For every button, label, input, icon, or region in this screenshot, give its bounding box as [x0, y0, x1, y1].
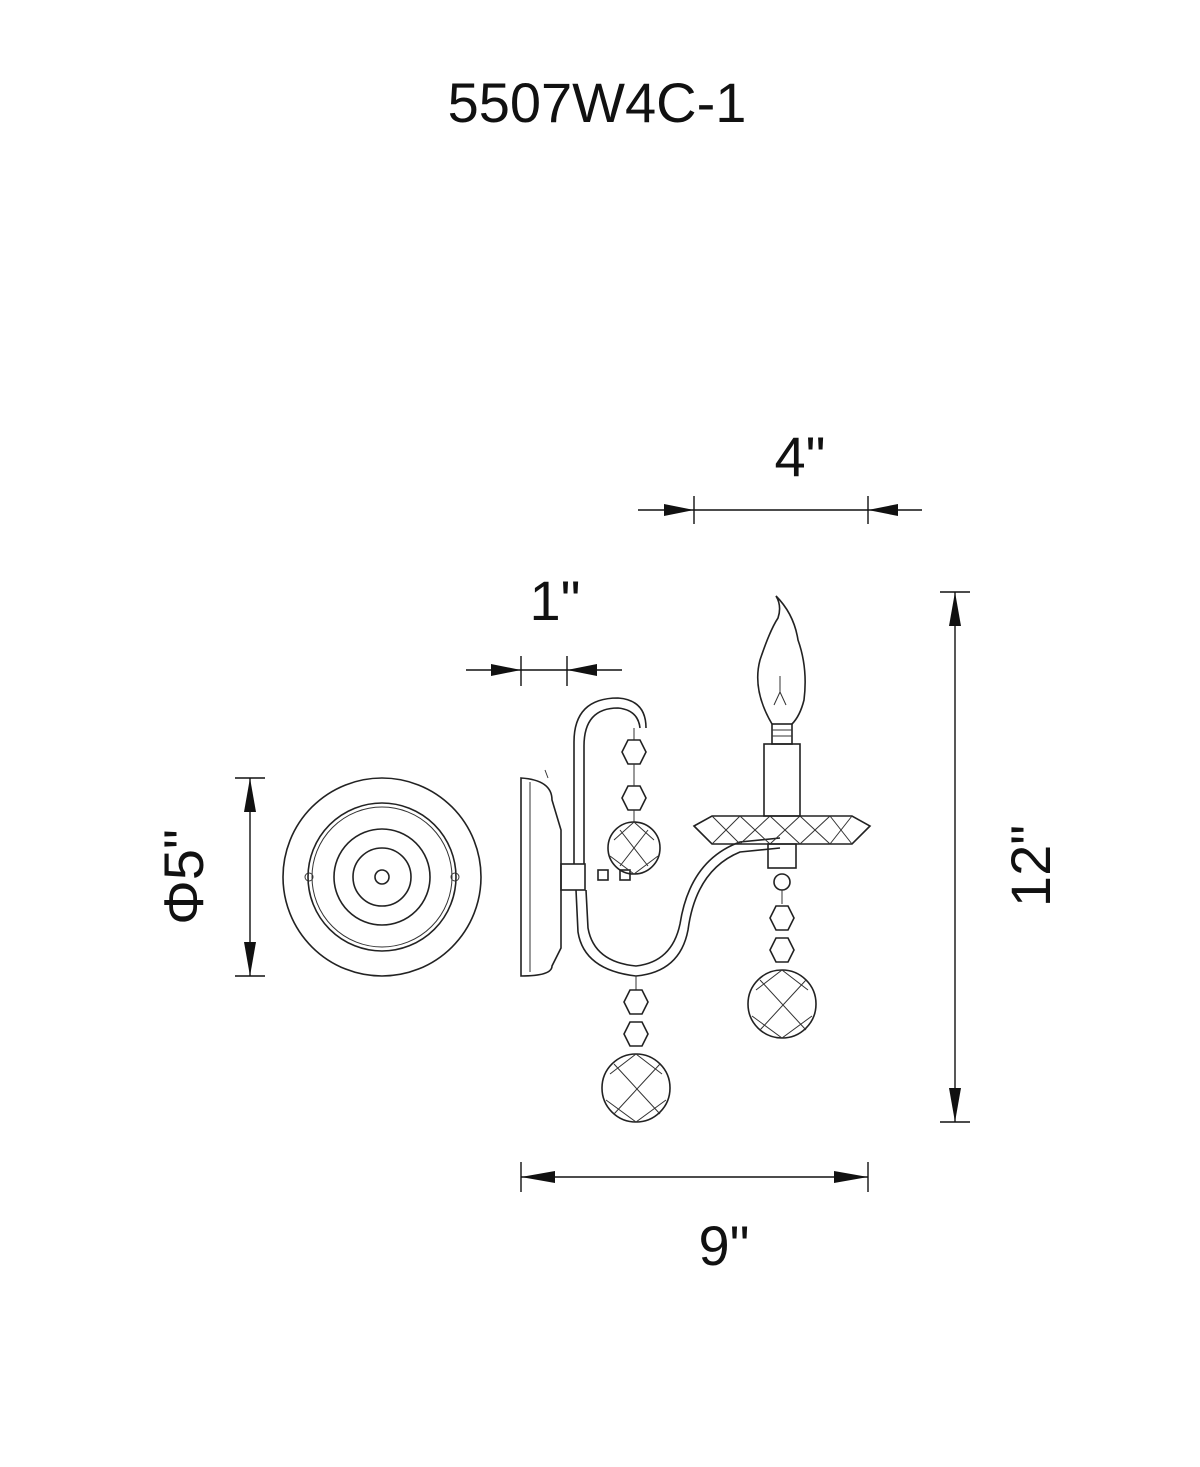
- height-dimension: 12": [940, 591, 1062, 1123]
- model-number: 5507W4C-1: [448, 71, 747, 134]
- depth-label: 1": [529, 569, 580, 632]
- backplate-diameter-label: Φ5": [152, 829, 215, 925]
- backplate-diameter-dimension: Φ5": [152, 777, 265, 977]
- depth-dimension: 1": [466, 569, 622, 686]
- width-dimension: 9": [520, 1162, 869, 1277]
- top-width-dimension: 4": [638, 425, 922, 524]
- top-width-label: 4": [774, 425, 825, 488]
- width-label: 9": [698, 1214, 749, 1277]
- height-label: 12": [999, 825, 1062, 907]
- backplate-front-view: [282, 777, 482, 977]
- sconce-side-view: [520, 595, 872, 1123]
